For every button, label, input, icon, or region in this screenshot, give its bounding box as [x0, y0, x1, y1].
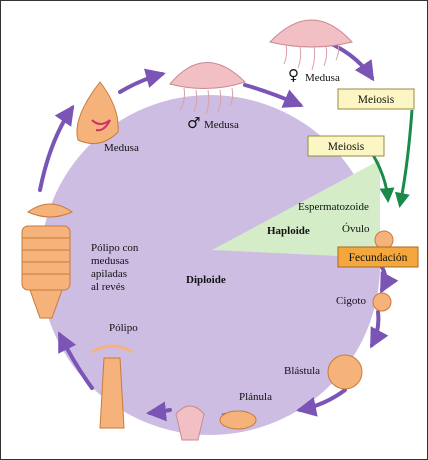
strobila-illustration — [21, 203, 73, 319]
medusa-female-label: Medusa — [305, 72, 340, 84]
blastula-label: Blástula — [284, 365, 320, 377]
zygote-illustration — [372, 292, 392, 312]
polyp-stack-label-2: medusas — [91, 255, 129, 267]
planula-illustration — [175, 405, 257, 441]
polyp-stack-label-3: apiladas — [91, 268, 127, 280]
meiosis-mid-box — [307, 135, 385, 157]
polyp-label: Pólipo — [109, 322, 138, 334]
medusa-male-illustration — [169, 62, 246, 115]
egg-label: Óvulo — [342, 223, 370, 235]
sperm-label: Espermatozoide — [298, 201, 369, 213]
polyp-illustration — [91, 344, 133, 429]
blastula-illustration — [327, 354, 363, 390]
diploid-label: Diploide — [186, 274, 226, 286]
female-symbol: ♀ — [288, 66, 299, 84]
medusa-male-label: Medusa — [204, 119, 239, 131]
meiosis-top-label: Meiosis — [358, 94, 395, 106]
fertilization-box — [337, 246, 419, 268]
polyp-stack-label-4: al revés — [91, 281, 125, 293]
medusa-left-label: Medusa — [104, 142, 139, 154]
meiosis-mid-label: Meiosis — [328, 141, 365, 153]
haploid-region — [212, 160, 380, 258]
male-symbol: ♂ — [187, 114, 200, 132]
haploid-label: Haploide — [267, 225, 310, 237]
zygote-label: Cigoto — [336, 295, 366, 307]
meiosis-top-box — [337, 88, 415, 110]
egg-illustration — [374, 230, 394, 250]
polyp-stack-label-1: Pólipo con — [91, 242, 139, 254]
medusa-side-illustration — [76, 81, 119, 145]
medusa-female-illustration — [269, 19, 353, 71]
planula-label: Plánula — [239, 391, 272, 403]
fertilization-label: Fecundación — [349, 252, 408, 264]
